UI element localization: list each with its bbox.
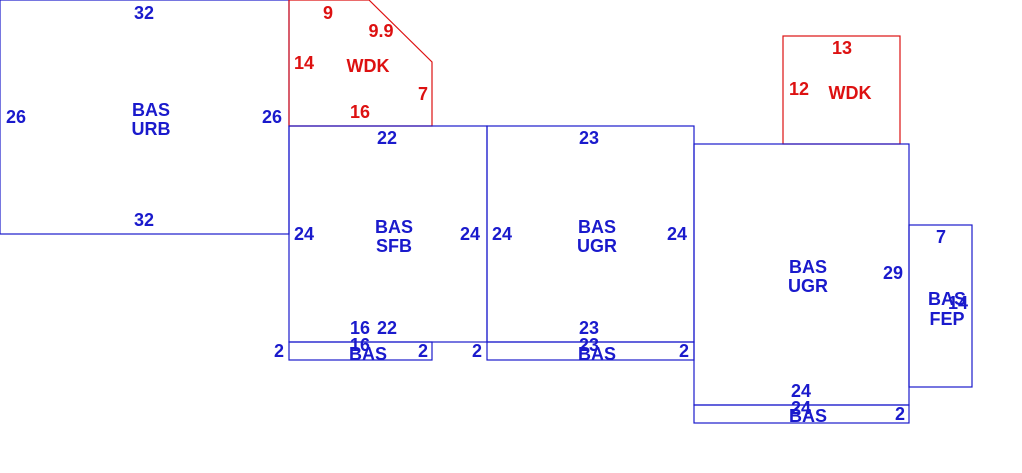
dim-sfb-left: 24 [294,224,314,244]
dim-sfb-right: 24 [460,224,480,244]
dim-ugr1-top: 23 [579,128,599,148]
dim-ugr2-right: 29 [883,263,903,283]
fep-area-code: BAS [928,289,966,309]
dim-sfb-top: 22 [377,128,397,148]
dim-sfb-bottom-a: 16 [350,318,370,338]
sfb-area-name: SFB [376,236,412,256]
dim-wdk1-right: 7 [418,84,428,104]
dim-urb-top: 32 [134,3,154,23]
dim-wdk1-left: 14 [294,53,314,73]
dim-strip2-right: 2 [679,341,689,361]
dim-sfb-bottom-b: 22 [377,318,397,338]
wdk1-area-outline [288,0,433,127]
wdk2-area-code: WDK [829,83,872,103]
strip2-area-code: BAS [578,344,616,364]
dim-ugr1-right: 24 [667,224,687,244]
urb-area-code: BAS [132,100,170,120]
strip1-area-code: BAS [349,344,387,364]
ugr2-area-code: BAS [789,257,827,277]
dim-wdk1-bottom: 16 [350,102,370,122]
dim-fep-top: 7 [936,227,946,247]
urb-area-name: URB [132,119,171,139]
ugr1-area-code: BAS [578,217,616,237]
strip3-area-outline [693,404,910,424]
dim-ugr2-bottom: 24 [791,381,811,401]
dim-wdk2-left: 12 [789,79,809,99]
dim-fep-right: 14 [948,293,968,313]
dim-strip2-top: 23 [579,335,599,355]
dim-wdk1-diagonal: 9.9 [368,21,393,41]
dim-strip1-top: 16 [350,335,370,355]
ugr2-area-name: UGR [788,276,828,296]
wdk1-area-code: WDK [347,56,390,76]
dim-urb-right: 26 [262,107,282,127]
sfb-area-code: BAS [375,217,413,237]
fep-area-outline [908,224,973,388]
dim-urb-bottom: 32 [134,210,154,230]
dim-wdk1-top: 9 [323,3,333,23]
dim-strip1-right: 2 [418,341,428,361]
dim-strip1-left: 2 [274,341,284,361]
strip3-area-code: BAS [789,406,827,426]
dim-strip3-top: 24 [791,398,811,418]
ugr1-area-name: UGR [577,236,617,256]
dim-urb-left: 26 [6,107,26,127]
fep-area-name: FEP [929,309,964,329]
dim-ugr1-bottom: 23 [579,318,599,338]
strip1-area-outline [288,341,433,361]
dim-strip3-right: 2 [895,404,905,424]
dim-ugr1-left: 24 [492,224,512,244]
dim-strip2-left: 2 [472,341,482,361]
dim-wdk2-top: 13 [832,38,852,58]
